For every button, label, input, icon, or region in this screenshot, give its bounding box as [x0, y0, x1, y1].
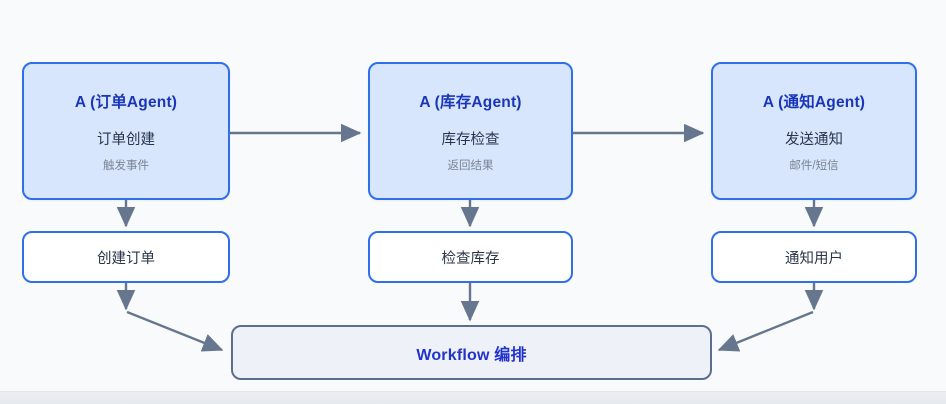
workflow-label: Workflow 编排: [416, 346, 527, 364]
connector-create-order-to-workflow: [116, 283, 224, 352]
agent-main-label: 库存检查: [441, 131, 500, 148]
action-label: 检查库存: [441, 250, 500, 267]
action-label: 通知用户: [785, 250, 843, 267]
agent-node-order[interactable]: A (订单Agent) 订单创建 触发事件: [22, 62, 230, 200]
bottom-band: [0, 392, 946, 404]
agent-node-inventory[interactable]: A (库存Agent) 库存检查 返回结果: [368, 62, 573, 200]
agent-sub-label: 邮件/短信: [789, 159, 839, 172]
agent-sub-label: 触发事件: [103, 159, 149, 172]
action-node-check-inventory[interactable]: 检查库存: [368, 231, 573, 283]
agent-title: A (订单Agent): [74, 93, 178, 111]
action-node-notify-user[interactable]: 通知用户: [711, 231, 917, 283]
agent-node-notify[interactable]: A (通知Agent) 发送通知 邮件/短信: [711, 62, 917, 200]
agent-sub-label: 返回结果: [447, 159, 494, 172]
action-label: 创建订单: [97, 250, 155, 267]
agent-main-label: 发送通知: [785, 131, 843, 148]
agent-main-label: 订单创建: [97, 131, 155, 148]
connector-notify-user-to-workflow: [717, 283, 824, 352]
agent-title: A (通知Agent): [762, 93, 866, 111]
bottom-divider: [0, 391, 946, 392]
workflow-node[interactable]: Workflow 编排: [231, 325, 712, 380]
agent-title: A (库存Agent): [419, 93, 522, 111]
action-node-create-order[interactable]: 创建订单: [22, 231, 230, 283]
